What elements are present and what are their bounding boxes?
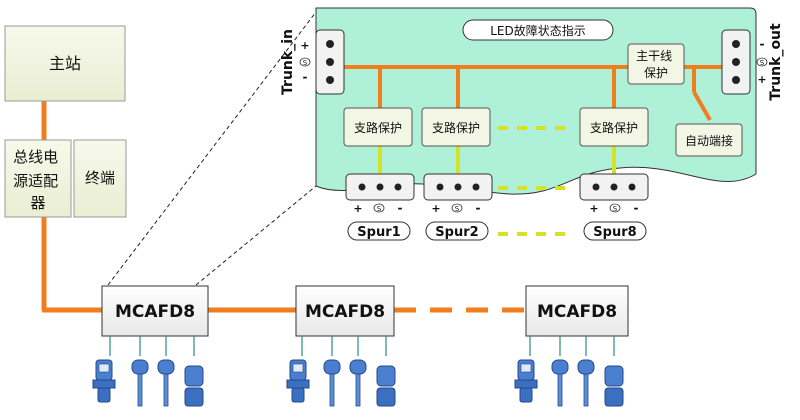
trunk-in-connector: + S - Trunk_in [280, 29, 345, 95]
power-adapter-line-3: 器 [30, 194, 45, 212]
led-fault-indicator-box: LED故障状态指示 [462, 19, 614, 41]
flowmeter-icon [514, 359, 538, 403]
auto-termination-label: 自动端接 [685, 133, 733, 148]
trunk-wires [41, 100, 526, 313]
trunk-protection-box: 主干线 保护 [627, 43, 685, 85]
spur2-connector: + S - Spur2 [423, 173, 493, 241]
svg-text:MCAFD8: MCAFD8 [537, 302, 617, 322]
svg-text:+: + [353, 202, 362, 215]
svg-text:-: - [634, 201, 639, 215]
level-probe-icon [551, 359, 569, 407]
mcafd8-device-2: MCAFD8 [295, 285, 395, 337]
spur2-label: Spur2 [435, 225, 478, 240]
master-station-label: 主站 [49, 54, 81, 73]
master-station-box: 主站 [4, 25, 126, 102]
pressure-transmitter-icon [184, 365, 204, 407]
svg-text:支路保护: 支路保护 [432, 120, 480, 135]
svg-text:支路保护: 支路保护 [354, 120, 402, 135]
flowmeter-icon [92, 359, 116, 403]
flowmeter-icon [286, 359, 310, 403]
svg-text:S: S [613, 205, 618, 213]
trunk-in-label: Trunk_in [280, 29, 296, 95]
svg-text:MCAFD8: MCAFD8 [115, 302, 195, 322]
spur8-label: Spur8 [593, 225, 636, 240]
spur-protection-2: 支路保护 [421, 107, 491, 147]
svg-text:+: + [589, 202, 598, 215]
pressure-transmitter-icon [376, 365, 396, 407]
spur8-connector: + S - Spur8 [579, 173, 649, 241]
svg-text:-: - [398, 201, 403, 215]
level-probe-icon [131, 359, 149, 407]
field-instruments-group-1 [92, 336, 204, 407]
svg-text:-: - [303, 70, 308, 84]
spur-lines [378, 126, 616, 236]
spur1-label: Spur1 [357, 225, 400, 240]
power-adapter-box: 总线电 源适配 器 [4, 139, 72, 218]
terminator-label: 终端 [85, 169, 115, 187]
svg-text:支路保护: 支路保护 [590, 120, 638, 135]
mcafd8-device-1: MCAFD8 [101, 285, 209, 337]
trunk-out-connector: - S + Trunk_out [721, 23, 784, 101]
svg-text:-: - [760, 37, 765, 51]
svg-text:S: S [303, 59, 308, 67]
spur-protection-1: 支路保护 [343, 107, 413, 147]
svg-text:+: + [431, 202, 440, 215]
power-adapter-line-1: 总线电 [13, 148, 58, 166]
power-adapter-line-2: 源适配 [13, 172, 58, 190]
pressure-transmitter-icon [604, 365, 624, 407]
svg-text:S: S [455, 205, 460, 213]
level-probe-icon [323, 359, 341, 407]
terminator-box: 终端 [73, 139, 127, 218]
svg-text:-: - [476, 201, 481, 215]
mcafd8-device-3: MCAFD8 [525, 285, 629, 337]
temperature-probe-icon [157, 359, 175, 407]
temperature-probe-icon [349, 359, 367, 407]
svg-text:+: + [300, 39, 309, 52]
svg-text:S: S [760, 59, 765, 67]
trunk-out-label: Trunk_out [768, 23, 784, 101]
field-instruments-group-3 [514, 336, 624, 407]
svg-text:MCAFD8: MCAFD8 [305, 302, 385, 322]
field-instruments-group-2 [286, 336, 396, 407]
panel-trunk-line [344, 65, 722, 121]
temperature-probe-icon [577, 359, 595, 407]
svg-text:主干线 保护: 主干线 保护 [636, 49, 676, 80]
svg-text:+: + [757, 73, 766, 86]
auto-termination-box: 自动端接 [675, 123, 743, 157]
zoom-lines [107, 11, 317, 286]
spur-protection-8: 支路保护 [579, 107, 649, 147]
svg-text:总线电 源适配 器: 总线电 源适配 器 [13, 148, 63, 212]
led-fault-label: LED故障状态指示 [490, 23, 586, 38]
spur1-connector: + S - Spur1 [345, 173, 415, 241]
svg-text:S: S [377, 205, 382, 213]
